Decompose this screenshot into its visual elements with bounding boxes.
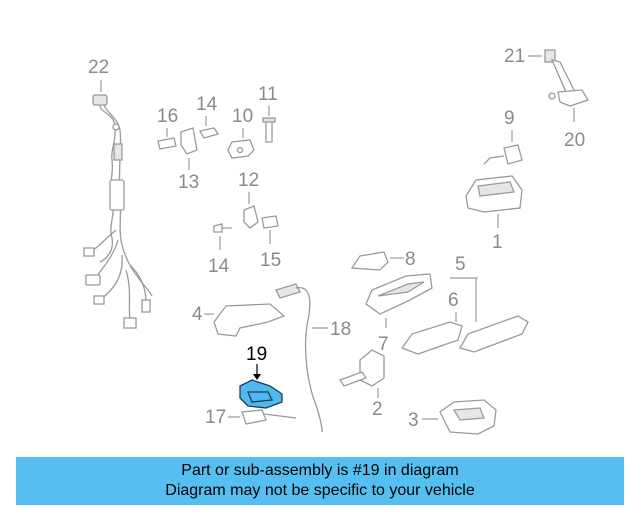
part-13: 13 <box>178 127 199 193</box>
callout-18: 18 <box>330 319 351 340</box>
callout-10: 10 <box>232 106 253 127</box>
part-5-6-trims: 5 6 <box>400 254 529 355</box>
callout-14-lower: 14 <box>208 256 230 277</box>
part-3-latch: 3 <box>408 399 497 435</box>
callout-3: 3 <box>408 410 419 431</box>
part-14-lower: 14 <box>208 223 232 277</box>
part-9-sensor: 9 <box>483 108 523 165</box>
part-16: 16 <box>157 106 178 150</box>
part-8: 8 <box>350 249 416 271</box>
part-22-wiring-harness: 22 <box>83 57 153 329</box>
caption-line-2: Diagram may not be specific to your vehi… <box>165 482 475 499</box>
callout-15: 15 <box>260 250 281 271</box>
callout-1: 1 <box>492 232 503 253</box>
part-4: 4 <box>192 303 286 337</box>
part-20: 20 <box>564 108 585 151</box>
callout-12: 12 <box>238 170 259 191</box>
part-12: 12 <box>238 170 259 229</box>
callout-4: 4 <box>192 304 203 325</box>
callout-7: 7 <box>378 334 389 355</box>
part-14-upper: 14 <box>196 94 220 139</box>
part-7-interior-handle: 7 <box>365 273 433 355</box>
callout-9: 9 <box>504 108 515 129</box>
part-21-bracket: 21 <box>504 46 589 107</box>
callout-14-upper: 14 <box>196 94 218 115</box>
callout-11: 11 <box>258 84 278 105</box>
part-1-handle: 1 <box>465 175 523 253</box>
arrowhead-icon <box>253 374 261 380</box>
caption-line-1: Part or sub-assembly is #19 in diagram <box>181 462 459 479</box>
callout-16: 16 <box>157 106 178 127</box>
part-19-highlighted[interactable]: 19 <box>239 344 283 409</box>
part-15: 15 <box>260 215 281 271</box>
callout-20: 20 <box>564 130 585 151</box>
part-10: 10 <box>227 106 255 159</box>
callout-5: 5 <box>455 254 466 275</box>
part-11: 11 <box>258 84 278 143</box>
callout-19: 19 <box>246 344 267 365</box>
part-17: 17 <box>205 407 297 428</box>
callout-21: 21 <box>504 46 525 67</box>
callout-17: 17 <box>205 407 226 428</box>
callout-8: 8 <box>405 249 416 270</box>
callout-13: 13 <box>178 172 199 193</box>
part-2: 2 <box>339 349 385 420</box>
parts-diagram: 22 16 13 14 10 <box>83 46 589 435</box>
callout-2: 2 <box>372 399 383 420</box>
caption-bar: Part or sub-assembly is #19 in diagram D… <box>16 457 624 505</box>
callout-22: 22 <box>88 57 109 78</box>
part-18-rod: 18 <box>275 283 351 433</box>
callout-6: 6 <box>448 290 459 311</box>
